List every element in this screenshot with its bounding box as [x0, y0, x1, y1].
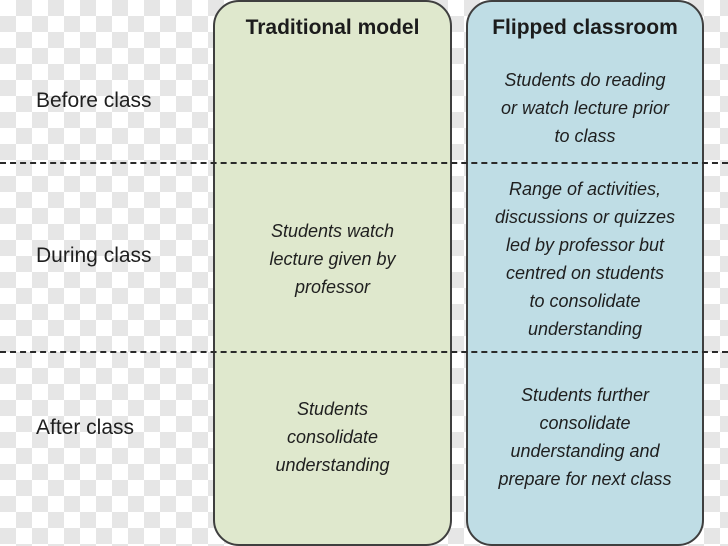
flipped-before-cell: Students do reading or watch lecture pri… — [500, 70, 670, 146]
traditional-model-title: Traditional model — [245, 16, 420, 39]
traditional-after-cell: Students consolidate understanding — [275, 399, 390, 475]
flipped-after-cell: Students further consolidate understandi… — [498, 385, 672, 489]
divider-during-after — [0, 351, 728, 353]
flipped-classroom-title: Flipped classroom — [492, 16, 678, 39]
row-label-during: During class — [36, 244, 152, 267]
row-label-after: After class — [36, 416, 135, 439]
traditional-before-cell — [215, 52, 450, 162]
traditional-model-column: Traditional model Students watch lecture… — [213, 0, 452, 546]
flipped-during-cell: Range of activities, discussions or quiz… — [494, 179, 676, 339]
traditional-during-cell: Students watch lecture given by professo… — [269, 221, 396, 297]
flipped-classroom-column: Flipped classroom Students do reading or… — [466, 0, 704, 546]
row-label-before: Before class — [36, 89, 152, 112]
divider-before-during — [0, 162, 728, 164]
